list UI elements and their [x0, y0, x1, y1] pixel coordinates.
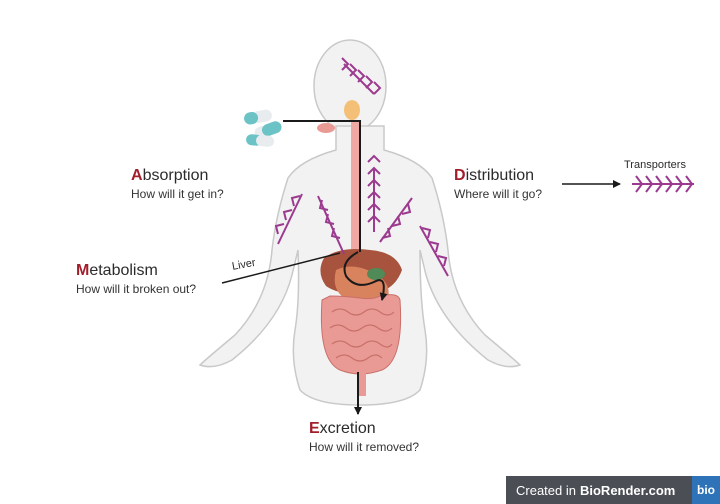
capsule-icon: [244, 109, 282, 147]
absorption-initial: A: [131, 167, 143, 184]
metabolism-initial: M: [76, 262, 90, 279]
absorption-pathway: [283, 120, 361, 252]
metabolism-title-rest: etabolism: [89, 262, 158, 279]
absorption-question: How will it get in?: [131, 187, 224, 201]
absorption-title-rest: bsorption: [142, 167, 209, 184]
chevron-arrow-icon: [341, 57, 382, 95]
distribution-label: Distribution Where will it go?: [454, 168, 543, 201]
badge-prefix: Created in: [516, 482, 576, 498]
distribution-question: Where will it go?: [454, 187, 543, 201]
metabolism-question: How will it broken out?: [76, 282, 197, 296]
chevron-arrow-icon: [367, 154, 381, 232]
transporters-label: Transporters: [624, 159, 686, 171]
liver-pointer: [221, 252, 341, 284]
mouth-icon: [317, 100, 360, 133]
absorption-title: Absorption: [131, 168, 224, 184]
chevron-arrow-icon: [419, 225, 449, 277]
chevron-arrow-icon: [317, 195, 345, 255]
gut-transit-arrow: [343, 251, 388, 301]
badge-brand: BioRender.com: [579, 482, 676, 498]
distribution-initial: D: [454, 167, 466, 184]
excretion-initial: E: [309, 420, 320, 437]
chevron-arrow-icon: [632, 175, 694, 193]
distribution-title-rest: istribution: [465, 167, 535, 184]
metabolism-label: Metabolism How will it broken out?: [76, 263, 197, 296]
chevron-arrow-icon: [274, 193, 303, 245]
metabolism-title: Metabolism: [76, 263, 196, 279]
excretion-title: Excretion: [309, 421, 419, 437]
excretion-title-rest: xcretion: [319, 420, 376, 437]
distribution-title: Distribution: [454, 168, 542, 184]
excretion-question: How will it removed?: [309, 440, 420, 454]
intestine-icon: [320, 294, 402, 396]
excretion-label: Excretion How will it removed?: [309, 421, 420, 454]
chevron-arrow-icon: [379, 197, 413, 243]
absorption-label: Absorption How will it get in?: [131, 168, 224, 201]
biorender-badge[interactable]: Created in BioRender.com bio: [506, 476, 720, 504]
gallbladder-icon: [367, 268, 385, 280]
biorender-logo-icon: bio: [692, 476, 720, 504]
